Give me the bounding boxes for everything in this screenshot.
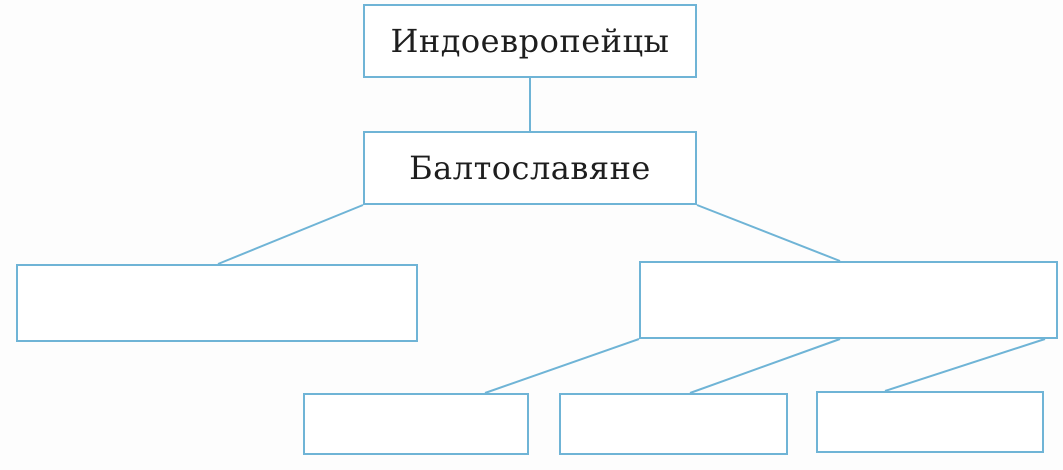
connector-right-to-bottom-1 (484, 338, 640, 394)
connector-middle-to-left (217, 204, 364, 265)
node-indo-europeans: Индоевропейцы (363, 4, 697, 78)
node-balto-slavs: Балтославяне (363, 131, 697, 205)
connector-middle-to-right (696, 204, 841, 262)
node-right-branch-empty (639, 261, 1058, 339)
node-bottom-1-empty (303, 393, 529, 455)
node-left-branch-empty (16, 264, 418, 342)
connector-right-to-bottom-2 (689, 338, 841, 394)
node-bottom-3-empty (816, 391, 1044, 453)
node-indo-europeans-label: Индоевропейцы (390, 22, 670, 60)
connector-right-to-bottom-3 (884, 338, 1046, 392)
node-balto-slavs-label: Балтославяне (409, 149, 651, 187)
node-bottom-2-empty (559, 393, 788, 455)
